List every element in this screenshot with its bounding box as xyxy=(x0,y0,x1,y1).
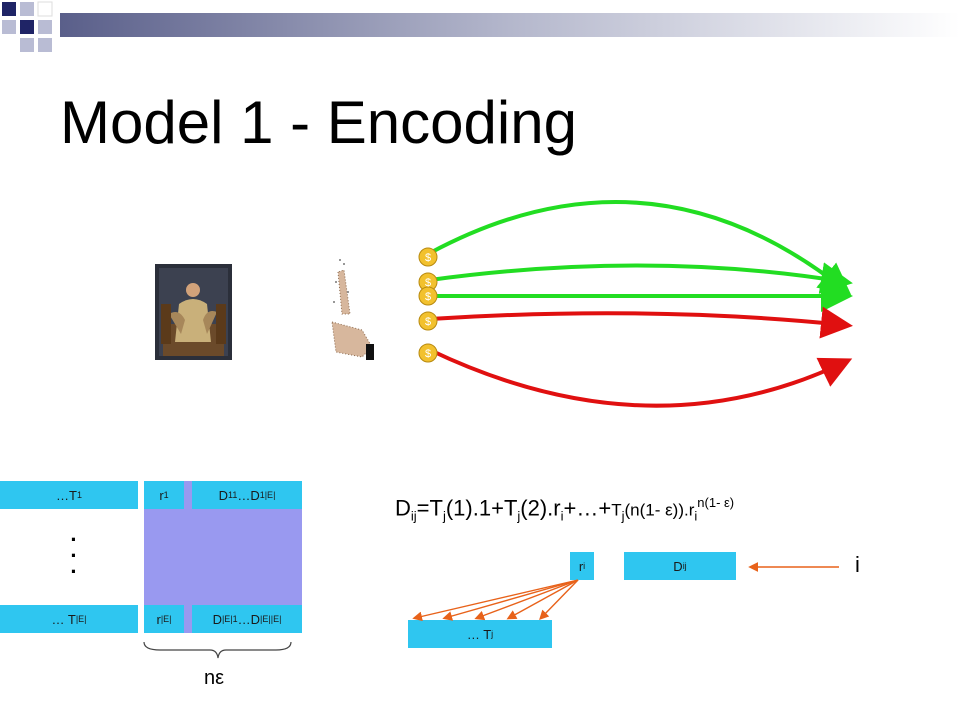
svg-text:$: $ xyxy=(425,277,431,289)
vertical-ellipsis: ··· xyxy=(64,532,84,580)
r-last-cell: r|E| xyxy=(144,605,184,633)
brace xyxy=(140,640,295,660)
slide-title: Model 1 - Encoding xyxy=(60,88,577,157)
coin-icon xyxy=(419,248,437,362)
green-arrow-1 xyxy=(430,202,845,290)
header-banner xyxy=(0,0,960,60)
svg-text:$: $ xyxy=(425,348,431,360)
encoding-formula: Dij=Tj(1).1+Tj(2).ri+…+Tj(n(1- ε)).rin(1… xyxy=(395,495,734,524)
svg-text:$: $ xyxy=(425,252,431,264)
svg-text:$: $ xyxy=(425,316,431,328)
hand-icon xyxy=(322,252,376,362)
brace-label: nε xyxy=(204,667,224,690)
painting-image xyxy=(155,264,232,360)
orange-arrows xyxy=(405,545,860,625)
red-arrow-2 xyxy=(430,350,845,406)
flow-arrows: $ $ $ $ $ xyxy=(400,195,860,425)
red-arrow-1 xyxy=(430,313,845,325)
d-last-cell: D|E|1…D|E||E| xyxy=(192,605,302,633)
green-arrow-2 xyxy=(430,265,845,282)
svg-text:$: $ xyxy=(425,291,431,303)
t-last-cell: … T|E| xyxy=(0,605,138,633)
